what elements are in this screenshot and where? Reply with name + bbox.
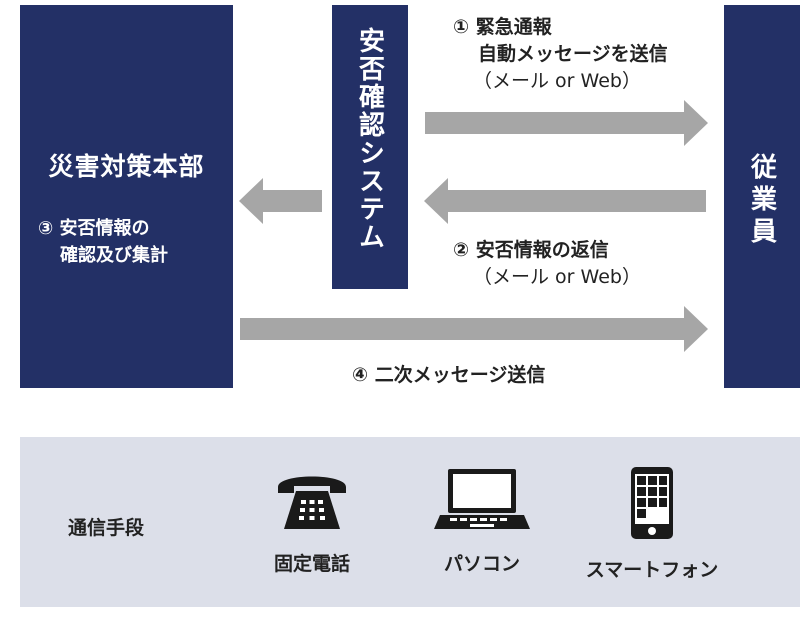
- device-pc-label: パソコン: [443, 553, 520, 575]
- flow1-line3: （メール or Web）: [473, 70, 641, 92]
- safety-system-label: 安否確認システム: [354, 27, 385, 251]
- means-title: 通信手段: [68, 517, 145, 539]
- hq-note-line1: ③ 安否情報の: [38, 218, 150, 239]
- flow2-label: ② 安否情報の返信 （メール or Web）: [453, 237, 641, 291]
- device-landline: 固定電話: [242, 467, 382, 576]
- employee-box: 従業員: [724, 5, 800, 388]
- flow1-line1: ① 緊急通報: [453, 16, 552, 38]
- hq-note: ③ 安否情報の 確認及び集計: [38, 215, 168, 269]
- telephone-icon: [278, 476, 346, 529]
- hq-title: 災害対策本部: [48, 152, 205, 181]
- employee-label: 従業員: [746, 153, 777, 249]
- safety-system-box: 安否確認システム: [332, 5, 408, 289]
- communication-means-panel: 通信手段 固定電話 パソコン: [20, 437, 800, 607]
- flow4-line1: ④ 二次メッセージ送信: [352, 364, 546, 386]
- device-smartphone: スマートフォン: [572, 467, 732, 582]
- device-pc: パソコン: [412, 467, 552, 576]
- disaster-hq-box: 災害対策本部 ③ 安否情報の 確認及び集計: [20, 5, 233, 388]
- arrow-employee-to-system: [424, 178, 706, 224]
- flow1-line2: 自動メッセージを送信: [478, 43, 668, 65]
- hq-note-line2: 確認及び集計: [60, 245, 168, 266]
- flow4-label: ④ 二次メッセージ送信: [352, 362, 545, 389]
- flow2-line1: ② 安否情報の返信: [453, 239, 609, 261]
- arrow-system-to-hq: [239, 178, 322, 224]
- laptop-icon: [434, 469, 530, 529]
- flow1-label: ① 緊急通報 自動メッセージを送信 （メール or Web）: [453, 14, 668, 95]
- arrow-hq-to-employee: [240, 306, 708, 352]
- arrow-system-to-employee: [425, 100, 708, 146]
- flow2-line2: （メール or Web）: [473, 266, 641, 288]
- smartphone-icon: [631, 467, 673, 539]
- device-landline-label: 固定電話: [273, 553, 350, 575]
- device-smartphone-label: スマートフォン: [585, 559, 719, 581]
